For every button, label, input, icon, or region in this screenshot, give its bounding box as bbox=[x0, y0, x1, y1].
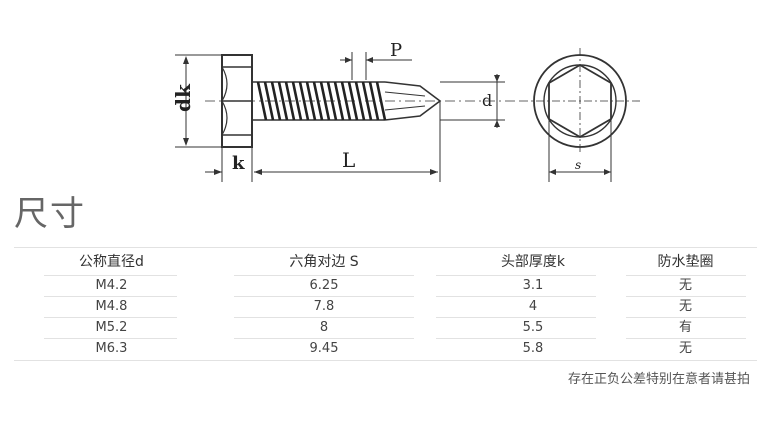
cell-washer: 无 bbox=[678, 299, 692, 314]
cell-hex: 8 bbox=[319, 320, 329, 335]
thread-line bbox=[277, 81, 289, 121]
P-label: P bbox=[390, 40, 402, 61]
thread-line bbox=[312, 81, 324, 121]
table-row: M5.2 8 5.5 有 bbox=[14, 317, 757, 338]
table-row: M6.3 9.45 5.8 无 bbox=[14, 338, 757, 359]
thread-line bbox=[375, 81, 387, 121]
thread-line bbox=[298, 81, 310, 121]
cell-washer: 无 bbox=[678, 341, 692, 356]
dk-label: dk bbox=[171, 83, 195, 112]
cell-diameter: M5.2 bbox=[95, 320, 128, 335]
thread-line bbox=[305, 81, 317, 121]
d-label: d bbox=[482, 91, 492, 110]
s-label: s bbox=[575, 158, 581, 172]
cell-head: 3.1 bbox=[522, 278, 544, 293]
thread-line bbox=[291, 81, 303, 121]
header-head-thickness: 头部厚度k bbox=[500, 254, 566, 270]
header-hex-across-flats: 六角对边 S bbox=[289, 254, 359, 270]
cell-hex: 7.8 bbox=[313, 299, 335, 314]
k-label: k bbox=[232, 153, 245, 174]
screw-technical-drawing: dk k L P d s bbox=[171, 40, 640, 182]
thread-line bbox=[326, 81, 338, 121]
cell-washer: 有 bbox=[678, 320, 692, 335]
cell-head: 4 bbox=[528, 299, 538, 314]
header-waterproof-washer: 防水垫圈 bbox=[657, 254, 714, 270]
thread-line bbox=[340, 81, 352, 121]
thread-line bbox=[270, 81, 282, 121]
thread-line bbox=[368, 81, 380, 121]
cell-hex: 9.45 bbox=[309, 341, 339, 356]
cell-hex: 6.25 bbox=[309, 278, 339, 293]
header-nominal-diameter: 公称直径d bbox=[79, 254, 144, 270]
table-row: M4.2 6.25 3.1 无 bbox=[14, 275, 757, 296]
thread-line bbox=[361, 81, 373, 121]
cell-diameter: M6.3 bbox=[95, 341, 128, 356]
thread-line bbox=[256, 81, 268, 121]
thread-line bbox=[354, 81, 366, 121]
spec-table: 公称直径d 六角对边 S 头部厚度k 防水垫圈 M4.2 6.25 3.1 无 … bbox=[14, 247, 757, 361]
thread-line bbox=[319, 81, 331, 121]
thread-line bbox=[263, 81, 275, 121]
section-title: 尺寸 bbox=[14, 194, 86, 234]
cell-head: 5.8 bbox=[522, 341, 544, 356]
table-row: M4.8 7.8 4 无 bbox=[14, 296, 757, 317]
cell-diameter: M4.2 bbox=[95, 278, 128, 293]
cell-washer: 无 bbox=[678, 278, 692, 293]
L-label: L bbox=[342, 148, 355, 172]
cell-diameter: M4.8 bbox=[95, 299, 128, 314]
thread-line bbox=[347, 81, 359, 121]
cell-head: 5.5 bbox=[522, 320, 544, 335]
thread-line bbox=[333, 81, 345, 121]
thread-line bbox=[284, 81, 296, 121]
table-header: 公称直径d 六角对边 S 头部厚度k 防水垫圈 bbox=[14, 248, 757, 276]
tolerance-note: 存在正负公差特别在意者请甚拍 bbox=[567, 372, 750, 387]
